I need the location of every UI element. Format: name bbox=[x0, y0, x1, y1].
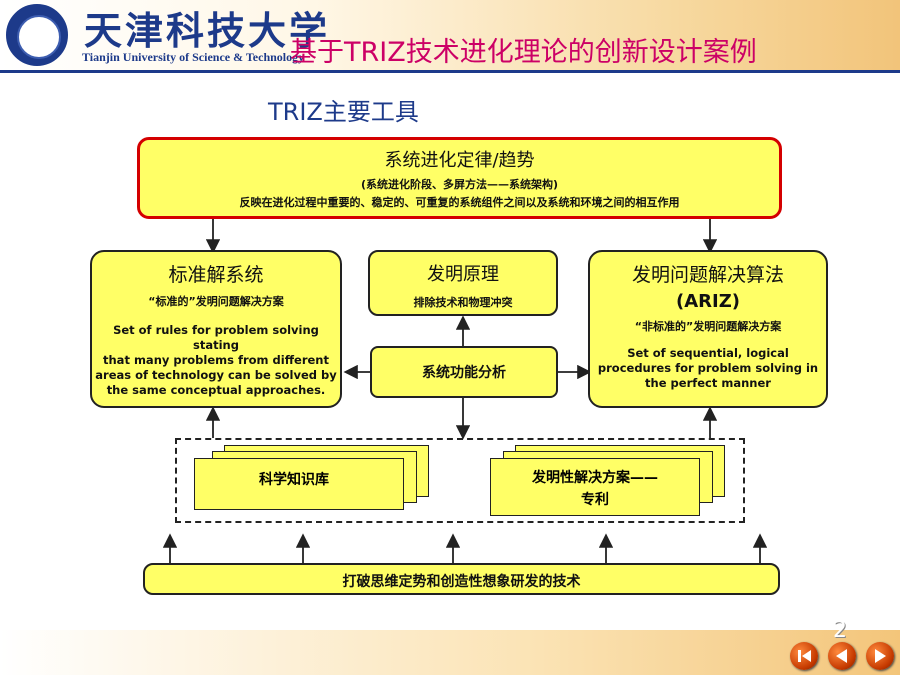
evolution-laws-box: 系统进化定律/趋势 (系统进化阶段、多屏方法——系统架构) 反映在进化过程中重要… bbox=[137, 137, 782, 219]
university-name-en: Tianjin University of Science & Technolo… bbox=[82, 50, 305, 64]
ariz-box: 发明问题解决算法 (ARIZ) “非标准的”发明问题解决方案 Set of se… bbox=[588, 250, 828, 408]
knowledge-base-label: 科学知识库 bbox=[259, 472, 329, 488]
inventive-principles-title: 发明原理 bbox=[427, 264, 499, 285]
ariz-en-2: procedures for problem solving in bbox=[597, 361, 819, 375]
section-subtitle: TRIZ主要工具 bbox=[268, 98, 419, 126]
slide-title: 基于TRIZ技术进化理论的创新设计案例 bbox=[290, 37, 757, 68]
standard-solutions-title: 标准解系统 bbox=[168, 264, 264, 286]
next-slide-button[interactable] bbox=[866, 642, 894, 670]
university-name-cn: 天津科技大学 bbox=[84, 8, 331, 53]
ariz-en-3: the perfect manner bbox=[645, 376, 771, 390]
solutions-label-2: 专利 bbox=[581, 492, 609, 508]
standard-solutions-sub: “标准的”发明问题解决方案 bbox=[148, 295, 284, 308]
function-analysis-box: 系统功能分析 bbox=[370, 346, 558, 398]
slide-header: 天津科技大学 Tianjin University of Science & T… bbox=[0, 0, 900, 73]
arrow-left-icon bbox=[836, 649, 847, 663]
slide-footer bbox=[0, 630, 900, 675]
page-number: 2 bbox=[833, 618, 847, 643]
previous-slide-button[interactable] bbox=[828, 642, 856, 670]
standard-solutions-en-1: Set of rules for problem solving stating bbox=[113, 323, 319, 352]
ariz-sub: “非标准的”发明问题解决方案 bbox=[634, 320, 782, 333]
evolution-laws-line2: 反映在进化过程中重要的、稳定的、可重复的系统组件之间以及系统和环境之间的相互作用 bbox=[239, 196, 680, 209]
ariz-title: 发明问题解决算法 bbox=[631, 264, 784, 286]
arrow-right-icon bbox=[875, 649, 886, 663]
university-logo-icon bbox=[6, 4, 68, 66]
evolution-laws-title: 系统进化定律/趋势 bbox=[384, 150, 535, 171]
inventive-principles-box: 发明原理 排除技术和物理冲突 bbox=[368, 250, 558, 316]
inventive-principles-sub: 排除技术和物理冲突 bbox=[413, 296, 513, 309]
skip-back-icon bbox=[798, 650, 811, 662]
function-analysis-title: 系统功能分析 bbox=[422, 365, 506, 381]
first-slide-button[interactable] bbox=[790, 642, 818, 670]
ariz-title-abbr: (ARIZ) bbox=[676, 291, 740, 312]
creative-thinking-label: 打破思维定势和创造性想象研发的技术 bbox=[342, 574, 581, 590]
knowledge-sheet-front: 科学知识库 bbox=[194, 458, 404, 510]
standard-solutions-en-4: the same conceptual approaches. bbox=[106, 383, 326, 397]
evolution-laws-line1: (系统进化阶段、多屏方法——系统架构) bbox=[360, 178, 559, 191]
creative-thinking-box: 打破思维定势和创造性想象研发的技术 bbox=[143, 563, 780, 595]
standard-solutions-en-2: that many problems from different bbox=[103, 353, 329, 367]
standard-solutions-en-3: areas of technology can be solved by bbox=[95, 368, 337, 382]
solutions-label-1: 发明性解决方案—— bbox=[532, 470, 658, 486]
knowledge-group bbox=[175, 438, 745, 523]
ariz-en-1: Set of sequential, logical bbox=[627, 346, 789, 360]
standard-solutions-box: 标准解系统 “标准的”发明问题解决方案 Set of rules for pro… bbox=[90, 250, 342, 408]
solutions-sheet-front: 发明性解决方案—— 专利 bbox=[490, 458, 700, 516]
